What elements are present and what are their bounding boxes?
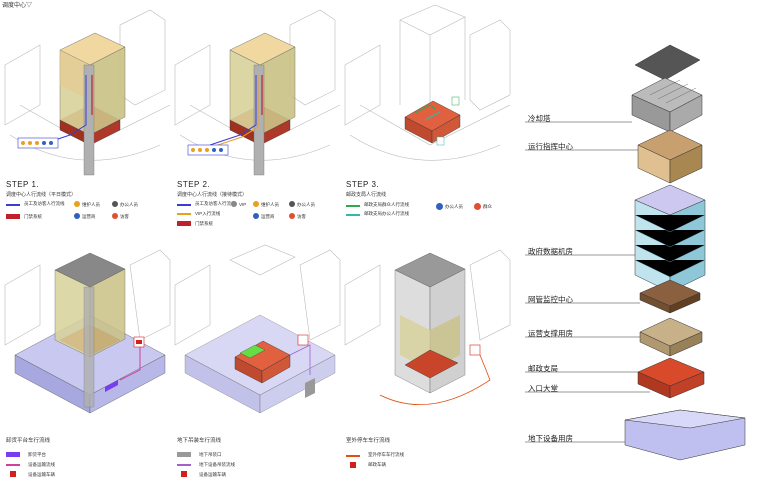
legend-swatch-access	[6, 214, 20, 219]
legend-swatch	[6, 452, 20, 457]
legend-line-staff	[177, 204, 191, 206]
person-label: 维护人员	[82, 202, 100, 207]
floor-label: 网管监控中心	[528, 295, 573, 304]
person-icon	[112, 201, 118, 207]
legend-line-public	[346, 205, 360, 207]
parking-caption: 室外停车车行流线 室外停车车行流线 邮政车辆	[346, 436, 511, 492]
person-label: 维护人员	[261, 202, 279, 207]
legend-label: 门禁系统	[195, 221, 213, 226]
person-label: 访客	[120, 214, 129, 219]
legend-label: 员工及访客人行流线	[24, 201, 65, 206]
person-icon	[112, 213, 118, 219]
legend-label: 地下吊装口	[199, 452, 222, 457]
person-label: 办公人员	[297, 202, 315, 207]
person-label: 群众	[483, 204, 492, 209]
step1-title: STEP 1.	[6, 180, 40, 189]
legend-label: 邮政车辆	[368, 462, 386, 467]
person-label: VIP	[239, 202, 247, 207]
person-icon	[231, 201, 237, 207]
step2-title: STEP 2.	[177, 180, 211, 189]
legend-line	[177, 464, 191, 466]
floor-label: 运行指挥中心	[528, 142, 573, 151]
floor-label: 运营支撑用房	[528, 329, 573, 338]
person-icon	[74, 201, 80, 207]
floor-label: 政府数据机房	[528, 247, 573, 256]
person-label: 访客	[297, 214, 306, 219]
diagram-loading	[4, 249, 171, 414]
legend-label: 设备运输车辆	[28, 472, 55, 477]
floor-label: 入口大堂	[528, 384, 558, 393]
step3-title: STEP 3.	[346, 180, 380, 189]
truck-icon	[10, 471, 16, 477]
diagram-hoist	[174, 244, 341, 414]
diagram-step3	[344, 4, 511, 161]
diagram-step2	[174, 9, 341, 176]
person-icon	[253, 201, 259, 207]
legend-label: VIP入行流线	[195, 211, 221, 216]
hoist-title: 地下吊装车行流线	[177, 438, 222, 444]
parking-title: 室外停车车行流线	[346, 438, 391, 444]
legend-swatch	[177, 452, 191, 457]
person-icon	[436, 203, 443, 210]
legend-label: 地下设备吊装流线	[199, 462, 235, 467]
step3-subtitle: 邮政支局人行流线	[346, 192, 387, 198]
legend-line	[346, 455, 360, 457]
legend-line-vip	[177, 213, 191, 215]
person-label: 运营商	[82, 214, 96, 219]
legend-label: 卸货平台	[28, 452, 46, 457]
step1-subtitle: 调度中心人行流线（平日模式）	[6, 192, 77, 198]
legend-line	[6, 464, 20, 466]
legend-label: 邮政支局办公人行流线	[364, 211, 409, 216]
step1-caption: STEP 1. 调度中心人行流线（平日模式） 员工及访客人行流线 门禁系统 维护…	[6, 180, 171, 235]
legend-label: 门禁系统	[24, 214, 42, 219]
person-label: 运营商	[261, 214, 275, 219]
person-label: 办公人员	[445, 204, 463, 209]
legend-label: 室外停车车行流线	[368, 452, 404, 457]
person-icon	[253, 213, 259, 219]
loading-caption: 卸货平台车行流线 卸货平台 设备运输流线 设备运输车辆	[6, 436, 171, 492]
legend-label: 设备运输流线	[28, 462, 55, 467]
top-title: 调度中心▽	[2, 3, 33, 9]
legend-label: 邮政支局群众人行流线	[364, 202, 409, 207]
step2-subtitle: 调度中心人行流线（接待模式）	[177, 192, 248, 198]
exploded-axonometric	[525, 44, 746, 461]
legend-line-staff	[6, 204, 20, 206]
floor-label: 冷却塔	[528, 114, 551, 123]
legend-swatch-access	[177, 221, 191, 226]
person-label: 办公人员	[120, 202, 138, 207]
legend-label: 员工及访客人行流线	[195, 201, 236, 206]
loading-title: 卸货平台车行流线	[6, 438, 51, 444]
person-icon	[474, 203, 481, 210]
truck-icon	[350, 462, 356, 468]
truck-icon	[181, 471, 187, 477]
legend-label: 设备运输车辆	[199, 472, 226, 477]
step2-caption: STEP 2. 调度中心人行流线（接待模式） 员工及访客人行流线 VIP入行流线…	[177, 180, 342, 241]
person-icon	[74, 213, 80, 219]
person-icon	[289, 213, 295, 219]
floor-label: 邮政支局	[528, 364, 558, 373]
floor-label: 地下设备用房	[528, 434, 573, 443]
diagram-parking	[344, 249, 511, 405]
legend-line-office	[346, 214, 360, 216]
step3-caption: STEP 3. 邮政支局人行流线 邮政支局群众人行流线 邮政支局办公人行流线 办…	[346, 180, 516, 235]
diagram-step1	[4, 9, 171, 176]
hoist-caption: 地下吊装车行流线 地下吊装口 地下设备吊装流线 设备运输车辆	[177, 436, 342, 492]
person-icon	[289, 201, 295, 207]
